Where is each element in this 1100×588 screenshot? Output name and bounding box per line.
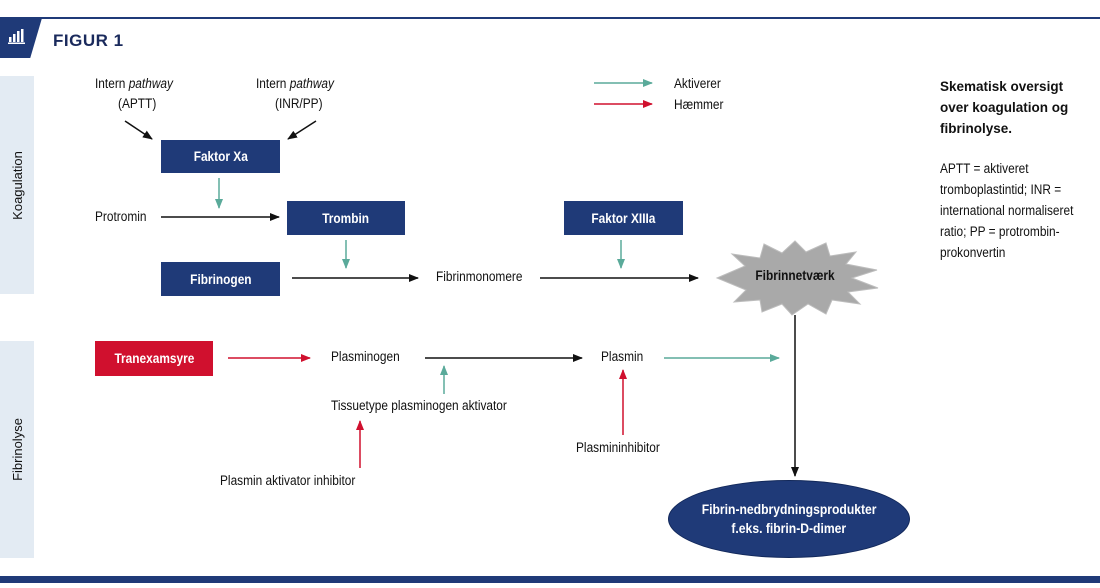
intern-pathway-aptt: Intern pathway — [95, 76, 173, 91]
faktor-xiiia-box: Faktor XIIIa — [564, 201, 683, 235]
legend-activates-label: Aktiverer — [674, 76, 721, 91]
fdp-ellipse: Fibrin-nedbrydningsprodukter f.eks. fibr… — [668, 480, 910, 558]
intern-pathway-inr: Intern pathway — [256, 76, 334, 91]
fdp-line1: Fibrin-nedbrydningsprodukter — [701, 502, 877, 517]
legend-inhibits-label: Hæmmer — [674, 97, 724, 112]
plasmininhibitor-label: Plasmininhibitor — [576, 440, 660, 455]
caption-title: Skematisk oversigt over koagulation og f… — [940, 79, 1069, 136]
fibrinmonomere-label: Fibrinmonomere — [436, 269, 523, 284]
fibrinogen-box: Fibrinogen — [161, 262, 280, 296]
fibrinnetvaerk-label: Fibrinnetværk — [755, 268, 835, 283]
trombin-box: Trombin — [287, 201, 405, 235]
caption-abbreviations: APTT = aktiveret tromboplastintid; INR =… — [940, 161, 1074, 260]
plasminogen-label: Plasminogen — [331, 349, 400, 364]
arrow-aptt-to-xa — [124, 120, 153, 140]
intern-pathway-inr-abbr: (INR/PP) — [275, 96, 323, 111]
fdp-line2: f.eks. fibrin-D-dimer — [731, 521, 847, 536]
bar-chart-icon — [8, 29, 25, 44]
intern-pathway-aptt-abbr: (APTT) — [118, 96, 157, 111]
fibrinnetvaerk-star — [715, 240, 879, 316]
top-rule — [0, 17, 1100, 19]
tpa-label: Tissuetype plasminogen aktivator — [331, 398, 507, 413]
plasmin-label: Plasmin — [601, 349, 644, 364]
arrow-inr-to-xa — [287, 120, 317, 140]
fibrinolysis-band — [0, 341, 34, 558]
coagulation-band — [0, 76, 34, 294]
pai-label: Plasmin aktivator inhibitor — [220, 473, 356, 488]
faktor-xa-box: Faktor Xa — [161, 140, 280, 173]
protromin-label: Protromin — [95, 209, 147, 224]
bottom-rule — [0, 576, 1100, 583]
figure-title: FIGUR 1 — [53, 31, 124, 50]
tranexamsyre-box: Tranexamsyre — [95, 341, 213, 376]
